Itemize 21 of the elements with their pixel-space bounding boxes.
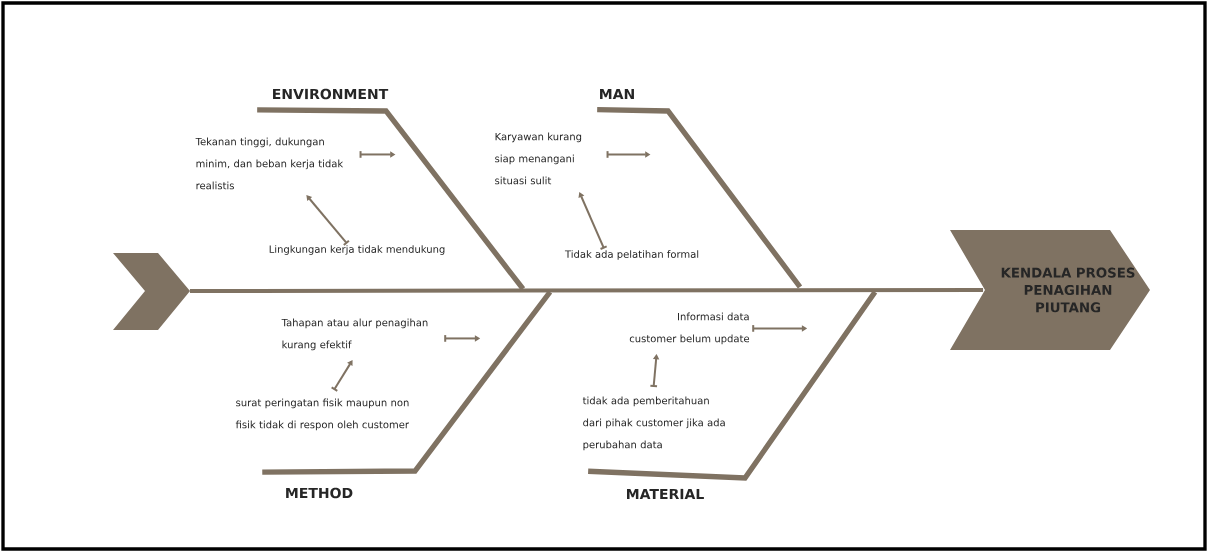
spine [189,288,984,293]
fishbone-branch [257,107,526,291]
cause-text: Tahapan atau alur penagihan kurang efektif [281,318,428,351]
cause-text: Karyawan kurang siap menangani situasi sulit [495,132,582,185]
cause-text: Informasi data customer belum update [629,312,750,345]
cause-text: tidak ada pemberitahuan dari pihak customer jika ada perubahan data [582,396,725,451]
cause-text: Lingkungan kerja tidak mendukung [269,245,445,255]
cause-text: Tidak ada pelatihan formal [564,250,699,260]
head-chevron: KENDALA PROSES PENAGIHAN PIUTANG [950,230,1150,350]
arrow [306,195,350,246]
cause-text: Tekanan tinggi, dukungan minim, dan beban kerja tidak realistis [195,137,344,190]
tail-chevron [113,253,190,330]
category-label: METHOD [286,487,353,499]
category-label: MATERIAL [627,488,704,500]
category-label: MAN [600,88,634,100]
fishbone-branch [588,290,878,481]
fishbone-branch [597,107,803,289]
cause-text: surat peringatan fisik maupun non fisik tidak di respon oleh customer [235,398,409,431]
fishbone-branch [262,290,553,475]
arrow [578,192,608,250]
category-label: ENVIRONMENT [273,88,389,100]
